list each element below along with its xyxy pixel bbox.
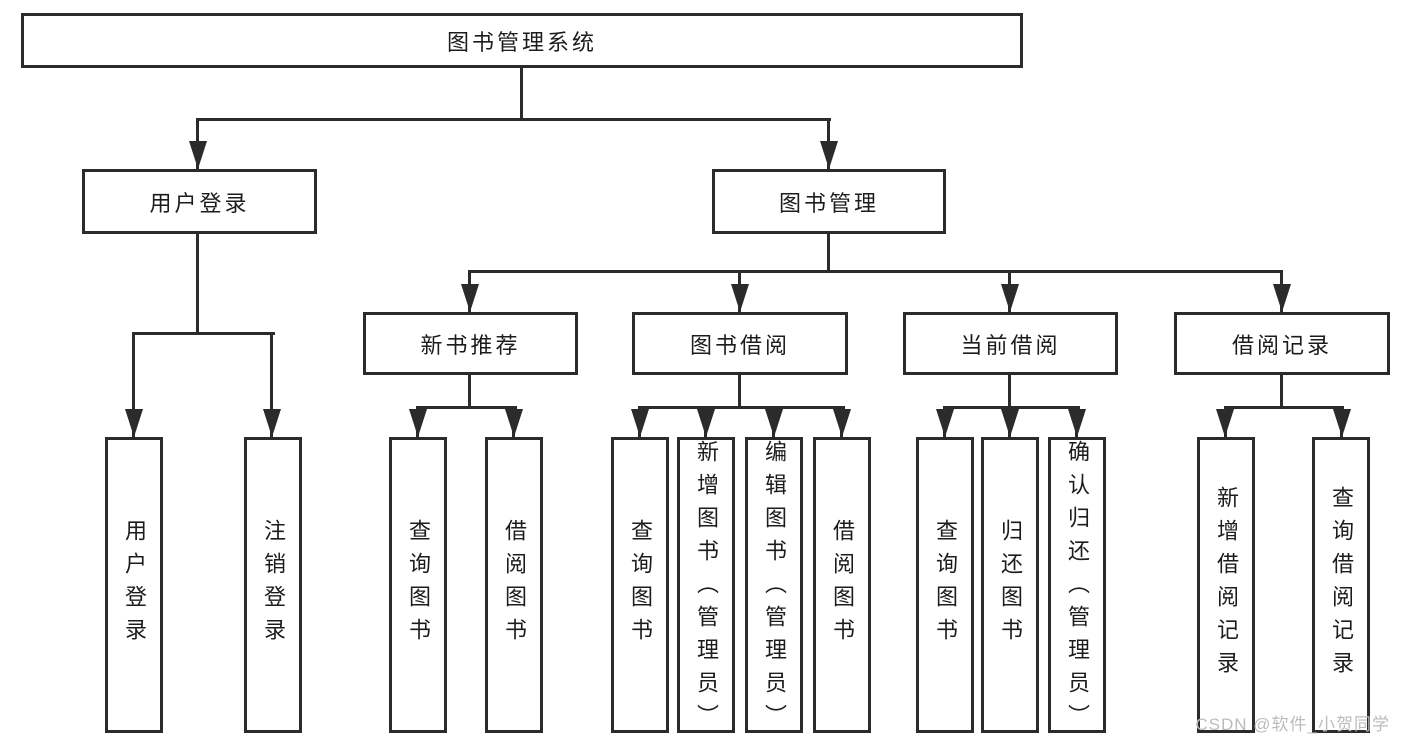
node-query-borrow-record: 查询借阅记录 <box>1312 437 1370 733</box>
arrowhead-down-icon <box>1216 409 1234 437</box>
connector-vline <box>1008 373 1011 408</box>
connector-hline <box>639 406 845 409</box>
csdn-watermark: CSDN @软件_小贺同学 <box>1195 715 1390 734</box>
node-new-book-recommend: 新书推荐 <box>363 312 578 375</box>
arrowhead-down-icon <box>731 284 749 312</box>
node-confirm-return-admin: 确认归还（管理员） <box>1048 437 1106 737</box>
node-query-books-current: 查询图书 <box>916 437 974 733</box>
arrowhead-down-icon <box>263 409 281 437</box>
arrowhead-down-icon <box>833 409 851 437</box>
arrowhead-down-icon <box>189 141 207 169</box>
node-user-login: 用户登录 <box>82 169 317 234</box>
connector-vline <box>468 373 471 408</box>
connector-hline <box>944 406 1080 409</box>
arrowhead-down-icon <box>697 409 715 437</box>
arrowhead-down-icon <box>1001 409 1019 437</box>
node-borrowing-records: 借阅记录 <box>1174 312 1390 375</box>
node-book-borrowing: 图书借阅 <box>632 312 848 375</box>
arrowhead-down-icon <box>1068 409 1086 437</box>
node-label: 查询图书 <box>933 519 958 651</box>
node-return-books: 归还图书 <box>981 437 1039 733</box>
node-edit-book-admin: 编辑图书（管理员） <box>745 437 803 737</box>
connector-hline <box>197 118 831 121</box>
arrowhead-down-icon <box>409 409 427 437</box>
arrowhead-down-icon <box>936 409 954 437</box>
node-leaf-user-login: 用户登录 <box>105 437 163 733</box>
node-label: 注销登录 <box>261 519 286 651</box>
node-library-management-system: 图书管理系统 <box>21 13 1023 68</box>
node-label: 借阅图书 <box>830 519 855 651</box>
node-add-borrow-record: 新增借阅记录 <box>1197 437 1255 733</box>
arrowhead-down-icon <box>631 409 649 437</box>
node-query-books-recommend: 查询图书 <box>389 437 447 733</box>
connector-vline <box>827 232 830 273</box>
node-label: 查询图书 <box>628 519 653 651</box>
node-leaf-logout: 注销登录 <box>244 437 302 733</box>
arrowhead-down-icon <box>1333 409 1351 437</box>
arrowhead-down-icon <box>765 409 783 437</box>
node-label: 新增借阅记录 <box>1214 486 1239 684</box>
arrowhead-down-icon <box>1273 284 1291 312</box>
connector-hline <box>133 332 275 335</box>
node-query-books-borrowing: 查询图书 <box>611 437 669 733</box>
node-label: 用户登录 <box>122 519 147 651</box>
arrowhead-down-icon <box>125 409 143 437</box>
node-label: 借阅图书 <box>502 519 527 651</box>
node-borrow-books-borrowing: 借阅图书 <box>813 437 871 733</box>
node-borrow-books-recommend: 借阅图书 <box>485 437 543 733</box>
node-label: 图书管理 <box>778 190 879 216</box>
arrowhead-down-icon <box>505 409 523 437</box>
connector-hline <box>1224 406 1344 409</box>
node-label: 新书推荐 <box>420 332 521 358</box>
node-add-book-admin: 新增图书（管理员） <box>677 437 735 737</box>
connector-vline <box>132 332 135 437</box>
node-label: 用户登录 <box>149 190 250 216</box>
connector-vline <box>196 232 199 334</box>
node-current-borrowing: 当前借阅 <box>903 312 1118 375</box>
node-label: 编辑图书（管理员） <box>762 440 787 737</box>
connector-vline <box>520 66 523 120</box>
node-label: 图书管理系统 <box>446 29 597 55</box>
node-label: 查询图书 <box>406 519 431 651</box>
node-label: 新增图书（管理员） <box>694 440 719 737</box>
node-label: 图书借阅 <box>689 332 790 358</box>
node-label: 确认归还（管理员） <box>1065 440 1090 737</box>
arrowhead-down-icon <box>820 141 838 169</box>
node-book-management: 图书管理 <box>712 169 946 234</box>
connector-vline <box>738 373 741 408</box>
connector-hline <box>469 270 1283 273</box>
node-label: 当前借阅 <box>960 332 1061 358</box>
arrowhead-down-icon <box>461 284 479 312</box>
connector-hline <box>417 406 517 409</box>
node-label: 归还图书 <box>998 519 1023 651</box>
connector-vline <box>1280 373 1283 408</box>
connector-vline <box>270 332 273 437</box>
arrowhead-down-icon <box>1001 284 1019 312</box>
node-label: 查询借阅记录 <box>1329 486 1354 684</box>
node-label: 借阅记录 <box>1231 332 1332 358</box>
